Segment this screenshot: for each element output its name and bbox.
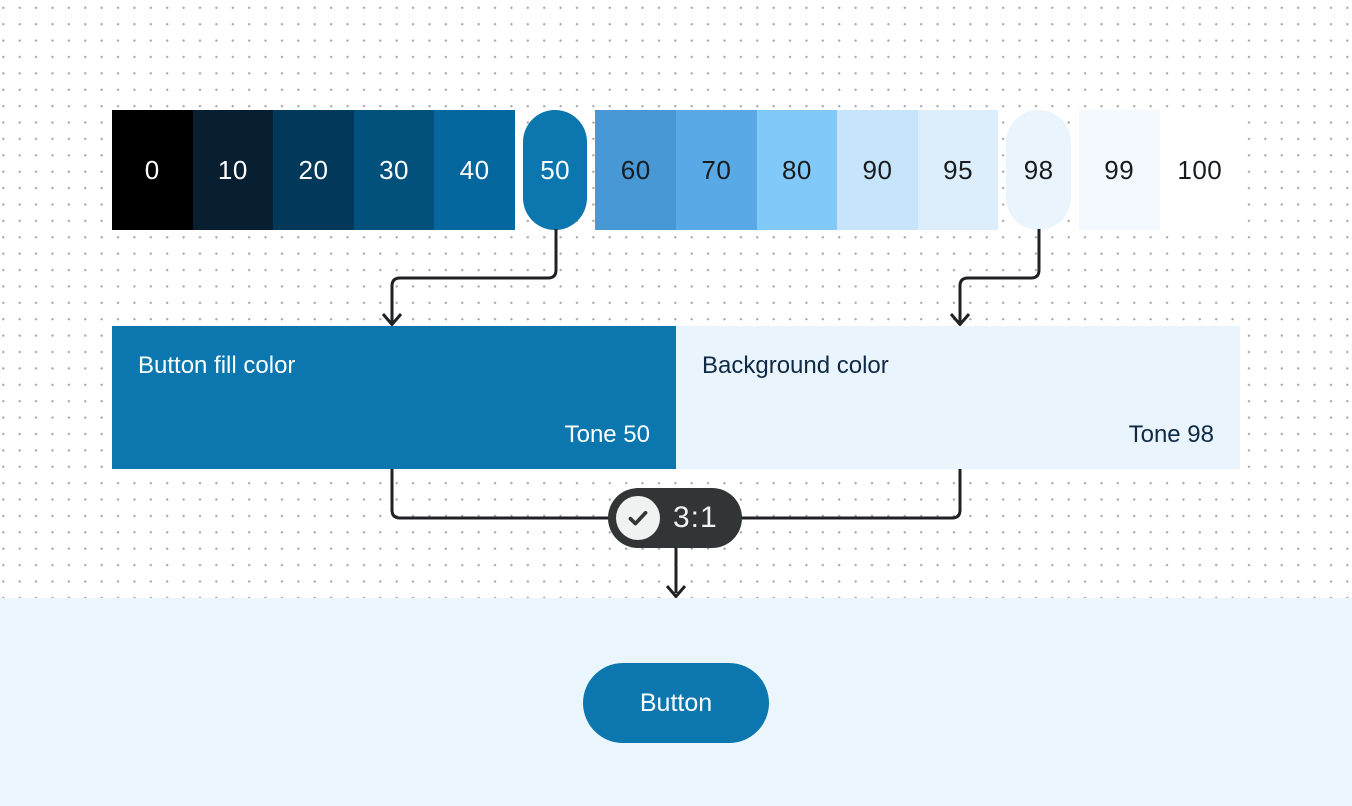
tone-swatch-60: 60 [595,110,677,230]
tone-swatch-color-50: 50 [522,110,588,230]
tone-swatch-90: 90 [837,110,918,230]
tone-swatch-color-95: 95 [917,110,999,230]
tone-swatch-color-60: 60 [595,110,677,230]
tone-swatch-98-selected: 98 [998,110,1079,230]
button-fill-tone-label: Tone 50 [564,421,650,448]
tone-swatch-80: 80 [756,110,838,230]
button-fill-box-title: Button fill color [138,352,296,379]
tone-swatch-100: 100 [1159,110,1241,230]
contrast-ratio-value: 3:1 [673,501,718,534]
tone-swatch-color-70: 70 [676,110,757,230]
tonal-palette-strip: 0 10 20 30 40 50 [112,110,1241,230]
tone-swatch-color-90: 90 [837,110,918,230]
tone-swatch-10: 10 [192,110,274,230]
tone-swatch-99: 99 [1078,110,1160,230]
button-fill-color-box: Button fill color Tone 50 [112,326,676,469]
tone-label-40: 40 [459,155,490,185]
tone-swatch-70: 70 [676,110,757,230]
tone-swatch-color-99: 99 [1078,110,1160,230]
contrast-ratio-badge: 3:1 [608,488,742,548]
tone-label-98: 98 [1023,155,1054,185]
background-color-box: Background color Tone 98 [676,326,1240,469]
tone-label-50: 50 [540,155,571,185]
tone-label-20: 20 [298,155,329,185]
tone-label-100: 100 [1177,155,1223,185]
tone-swatch-color-10: 10 [192,110,274,230]
tone-swatch-0: 0 [112,110,193,230]
background-tone-label: Tone 98 [1128,421,1214,448]
tone-label-30: 30 [379,155,409,185]
tone-label-60: 60 [620,155,651,185]
preview-button[interactable]: Button [583,663,769,743]
tone-label-95: 95 [943,155,974,185]
tone-swatch-color-0: 0 [112,110,193,230]
tone-label-99: 99 [1104,155,1135,185]
tone-swatch-color-30: 30 [353,110,435,230]
background-box-title: Background color [702,352,889,379]
tone-swatch-color-98: 98 [1006,110,1071,230]
check-icon [616,496,660,540]
tone-label-90: 90 [862,155,893,185]
tone-swatch-50-selected: 50 [515,110,596,230]
tone-label-70: 70 [701,155,732,185]
tone-swatch-color-40: 40 [434,110,515,230]
tone-swatch-40: 40 [434,110,515,230]
tone-swatch-95: 95 [917,110,999,230]
tone-swatch-color-100: 100 [1159,110,1241,230]
tone-swatch-30: 30 [353,110,435,230]
tone-swatch-color-20: 20 [273,110,354,230]
tone-swatch-color-80: 80 [756,110,838,230]
tone-swatch-20: 20 [273,110,354,230]
tone-label-0: 0 [144,155,160,185]
tone-label-80: 80 [781,155,812,185]
tone-label-10: 10 [217,155,248,185]
